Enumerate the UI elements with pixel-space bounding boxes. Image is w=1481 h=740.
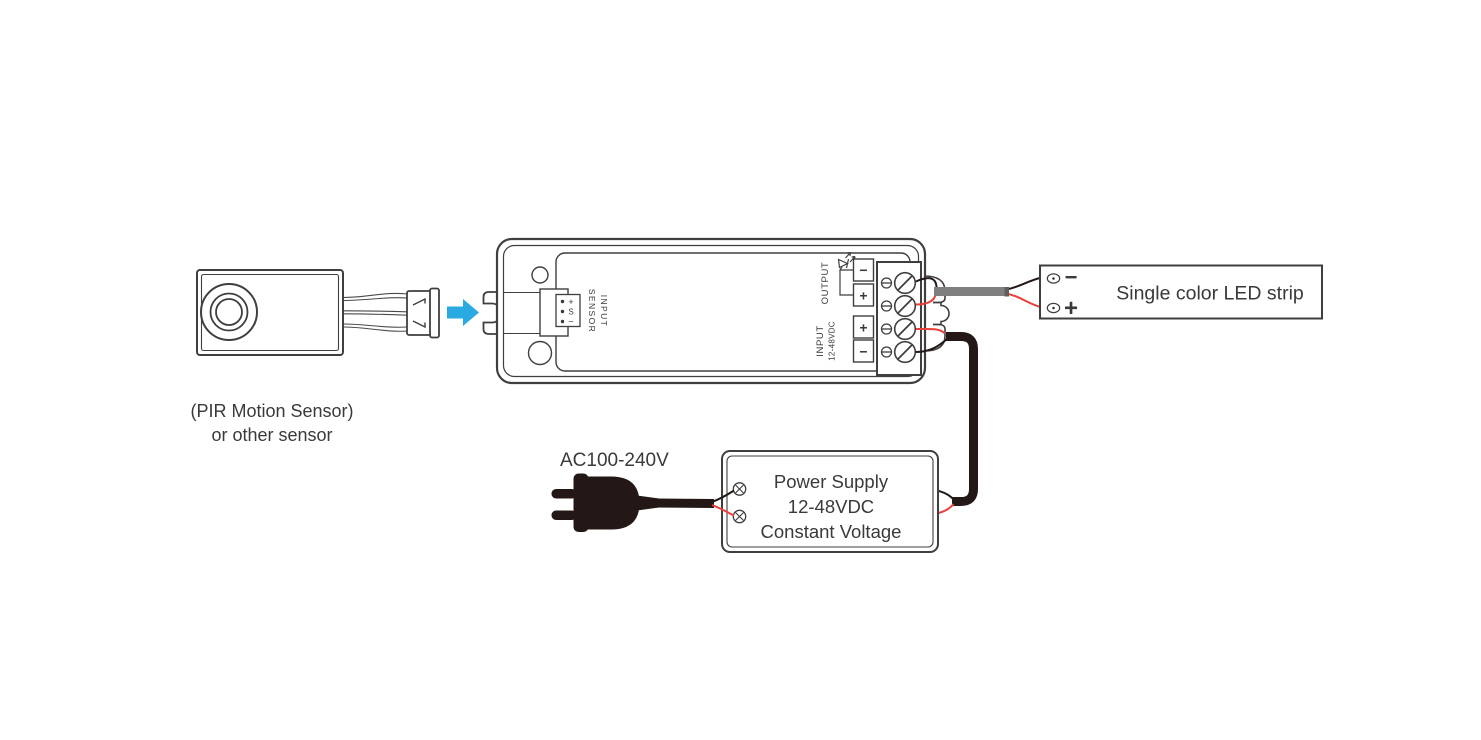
pir-lens-icon xyxy=(200,283,258,341)
input-label: INPUT xyxy=(815,325,826,357)
mounting-hole-large xyxy=(527,340,553,366)
wire-red-input xyxy=(915,327,946,335)
input-terminal-neg: − xyxy=(859,344,867,360)
wire-black-output-left xyxy=(915,277,938,289)
pir-caption-line2: or other sensor xyxy=(211,425,332,445)
wire-red-ac xyxy=(711,504,735,517)
ac-input-wires xyxy=(711,489,735,517)
mounting-hole-small xyxy=(531,266,549,284)
psu-label-line3: Constant Voltage xyxy=(761,521,902,542)
psu-ac-terminal-top xyxy=(732,482,747,496)
psu-ac-terminal-bottom xyxy=(732,509,747,524)
connector-plug-icon xyxy=(406,287,440,339)
wire-black-ac xyxy=(711,489,735,503)
output-led-icon xyxy=(837,251,856,271)
gray-cable-end-cap xyxy=(1004,287,1009,297)
sensor-port-label-2: INPUT xyxy=(599,295,609,328)
sensor-port-label-1: SENSOR xyxy=(587,289,597,333)
controller-body xyxy=(495,237,927,385)
input-voltage-label: 12-48VDC xyxy=(828,321,837,361)
ac-plug-icon xyxy=(551,473,659,532)
output-bracket xyxy=(839,269,854,296)
wire-red-output-right xyxy=(1005,292,1043,309)
led-strip-label: Single color LED strip xyxy=(1116,283,1304,305)
wire-black-input xyxy=(915,338,948,353)
input-terminal-pos: + xyxy=(859,320,867,336)
psu-label-line2: 12-48VDC xyxy=(788,496,874,517)
pin-s-label: S xyxy=(568,308,573,317)
psu-label-line1: Power Supply xyxy=(774,471,889,492)
output-label: OUTPUT xyxy=(820,262,831,305)
input-wires xyxy=(915,327,948,353)
minus-icon: − xyxy=(1065,265,1078,290)
led-pad-positive xyxy=(1046,302,1061,314)
terminal-block xyxy=(876,261,922,376)
polarity-sign-boxes: − + + − xyxy=(852,258,875,363)
screw-icons xyxy=(893,271,917,364)
pin-plus-label: + xyxy=(568,297,573,307)
ac-voltage-label: AC100-240V xyxy=(560,450,669,471)
flow-arrow-icon xyxy=(447,299,479,326)
dc-cable xyxy=(946,332,978,506)
output-terminal-neg: − xyxy=(859,262,867,278)
sensor-cable xyxy=(342,292,408,332)
cable-clamp-tab xyxy=(923,275,950,352)
sensor-input-pinblock: + S − xyxy=(555,293,581,328)
pir-caption-line1: (PIR Motion Sensor) xyxy=(190,401,353,421)
power-supply: Power Supply 12-48VDC Constant Voltage xyxy=(721,450,939,553)
led-strip: − + Single color LED strip xyxy=(1039,264,1323,322)
wire-clamps xyxy=(880,277,893,358)
plus-icon: + xyxy=(1064,295,1078,322)
pin-minus-label: − xyxy=(568,317,573,327)
output-terminal-pos: + xyxy=(859,288,867,304)
wire-black-output-right xyxy=(1005,276,1043,291)
pir-sensor xyxy=(196,269,344,356)
led-pad-negative xyxy=(1046,273,1061,284)
ac-power-cable xyxy=(654,498,715,508)
